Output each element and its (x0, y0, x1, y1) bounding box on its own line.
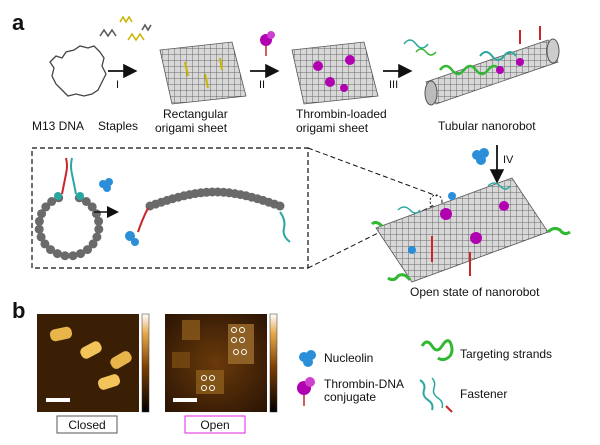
fastener-chain-open (125, 187, 291, 246)
nucleolin-icon-step4 (472, 148, 489, 165)
tubular-nanorobot (424, 26, 560, 106)
staples-label: Staples (98, 119, 138, 133)
legend-targeting-icon (420, 339, 454, 362)
fastener-ring-closed (34, 157, 104, 261)
dna-bead (41, 202, 51, 212)
sheet-label-line2: origami sheet (155, 121, 228, 135)
legend-nucleolin-icon (299, 350, 316, 367)
rectangular-origami-sheet (159, 41, 247, 105)
nucleolin-icon-box (99, 178, 113, 192)
step-label-3: III (389, 79, 398, 91)
closed-tag-box (56, 415, 118, 434)
open-tag-label: Open (200, 418, 229, 432)
tubular-nanorobot-label: Tubular nanorobot (438, 119, 536, 133)
dna-bead (34, 224, 44, 234)
targeting-strand-icon (403, 39, 437, 56)
afm-image-closed (37, 314, 139, 412)
dna-bead (34, 216, 44, 226)
legend-targeting-label: Targeting strands (460, 347, 552, 361)
legend-nucleolin-label: Nucleolin (324, 351, 373, 365)
dna-bead (52, 249, 62, 259)
dna-bead (46, 245, 55, 255)
sheet-label-line1: Rectangular (163, 107, 228, 121)
panel-a-letter: a (12, 10, 25, 35)
dna-bead (60, 251, 70, 261)
dna-bead (40, 239, 50, 249)
panel-b-letter: b (12, 298, 25, 323)
dna-bead (88, 239, 98, 249)
dna-bead (36, 232, 46, 242)
step-label-1: I (116, 79, 119, 91)
legend-thrombin-label-line2: conjugate (324, 390, 376, 404)
dna-bead (87, 202, 97, 212)
dna-bead (91, 209, 101, 219)
dna-bead (94, 216, 104, 226)
legend-fastener-icon (419, 377, 453, 413)
afm-colorbar-open (269, 313, 278, 413)
m13-dna-circle (49, 45, 107, 97)
open-state-label: Open state of nanorobot (410, 285, 540, 299)
thrombin-loaded-sheet (291, 41, 379, 105)
dna-bead (83, 245, 92, 255)
thrombin-sheet-label-line2: origami sheet (296, 121, 369, 135)
dna-bead (94, 224, 104, 234)
dna-bead (275, 201, 285, 211)
legend-thrombin-label-line1: Thrombin-DNA (324, 377, 404, 391)
dna-bead (47, 197, 57, 206)
zoom-detail-box (31, 147, 309, 269)
step-label-4: IV (503, 154, 514, 166)
zoom-connector-top (307, 147, 438, 197)
step-label-2: II (259, 79, 265, 91)
thrombin-icon (260, 31, 275, 56)
staples-icon (99, 15, 152, 42)
dna-bead (92, 232, 102, 242)
legend-thrombin-icon (297, 377, 315, 406)
closed-tag-label: Closed (68, 418, 105, 432)
legend-fastener-label: Fastener (460, 387, 507, 401)
thrombin-sheet-label-line1: Thrombin-loaded (296, 107, 387, 121)
m13-dna-label: M13 DNA (32, 119, 84, 133)
open-tag-box (184, 415, 246, 434)
dna-bead (76, 249, 86, 259)
dna-bead (68, 251, 78, 261)
dna-bead (37, 209, 47, 219)
open-state-nanorobot (370, 177, 571, 283)
afm-image-open (165, 314, 267, 412)
afm-colorbar-closed (141, 313, 150, 413)
dna-bead (81, 197, 91, 206)
